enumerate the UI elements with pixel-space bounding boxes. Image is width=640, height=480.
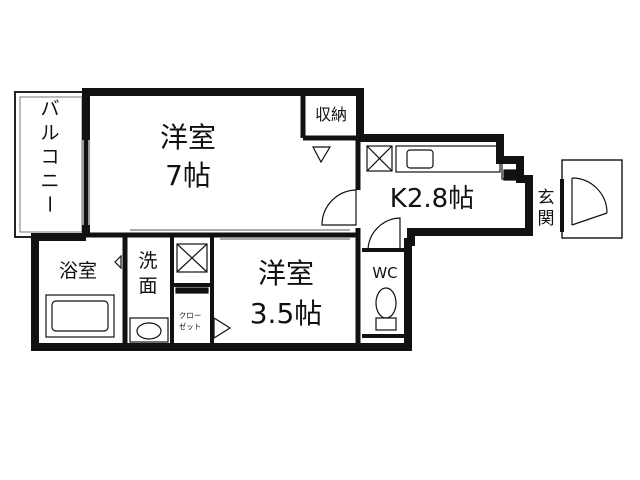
washroom-fixtures bbox=[114, 243, 232, 343]
entrance-step bbox=[561, 159, 623, 239]
kitchen-fixtures bbox=[366, 145, 521, 181]
kitchen-label: K2.8帖 bbox=[390, 184, 474, 214]
balcony-label-char: ー bbox=[38, 194, 60, 213]
washroom-label-1: 洗 bbox=[138, 250, 157, 272]
large-room-name: 洋室 bbox=[160, 121, 216, 154]
small-room-name: 洋室 bbox=[258, 257, 314, 290]
entrance-label-1: 玄 bbox=[538, 188, 555, 208]
balcony-label-char: コ bbox=[40, 146, 59, 168]
bathtub bbox=[45, 294, 115, 338]
balcony-label-char: ル bbox=[40, 122, 59, 144]
storage-door-marker bbox=[312, 146, 332, 164]
door-swings bbox=[321, 177, 608, 251]
balcony-label-char: ニ bbox=[40, 170, 59, 192]
closet-label-2: ゼット bbox=[179, 321, 202, 331]
balcony-label-char: バ bbox=[40, 98, 59, 120]
entrance-label-2: 関 bbox=[538, 209, 555, 229]
storage-label: 収納 bbox=[315, 105, 347, 124]
windows bbox=[82, 140, 350, 240]
large-room-size: 7帖 bbox=[165, 159, 211, 192]
bathroom-label: 浴室 bbox=[59, 260, 97, 282]
interior-walls bbox=[86, 92, 564, 345]
washroom-label-2: 面 bbox=[138, 275, 157, 297]
toilet-fixture bbox=[375, 287, 397, 331]
balcony bbox=[14, 91, 86, 238]
toilet-label: WC bbox=[372, 264, 397, 282]
closet-label-1: クロー bbox=[179, 311, 202, 320]
small-room-size: 3.5帖 bbox=[250, 297, 323, 330]
